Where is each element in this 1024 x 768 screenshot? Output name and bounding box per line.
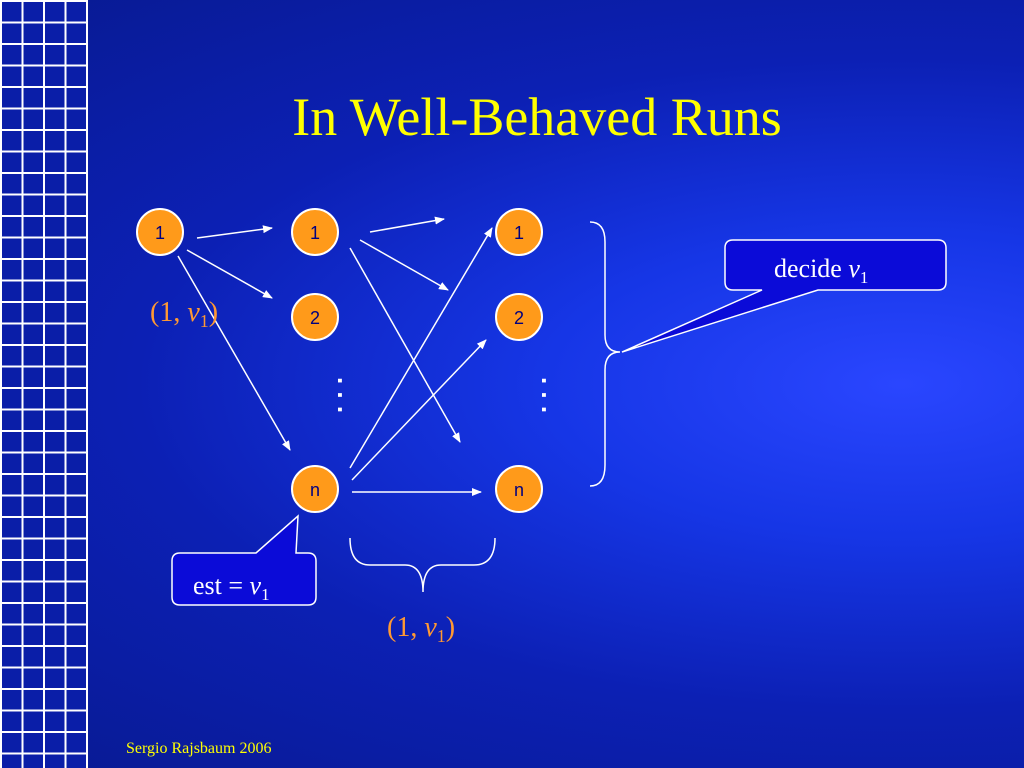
arrow-mid1-to-right2: [359, 239, 449, 291]
svg-text:est = v1: est = v1: [193, 571, 270, 604]
node-middle-2: 2: [291, 293, 339, 341]
right-brace: [589, 221, 621, 487]
decorative-grid: [0, 0, 88, 768]
node-right-2: 2: [495, 293, 543, 341]
slide-title: In Well-Behaved Runs: [292, 87, 782, 147]
est-callout: est = v1: [171, 514, 317, 606]
svg-text:n: n: [310, 480, 320, 500]
bottom-brace: [349, 537, 496, 593]
svg-text:n: n: [514, 480, 524, 500]
arrow-left1-to-mid1: [196, 225, 273, 239]
arrow-midn-to-right2: [351, 339, 487, 481]
decide-callout: decide v1: [621, 239, 947, 353]
ellipsis-right: . . .: [536, 377, 566, 413]
node-middle-1: 1: [291, 208, 339, 256]
node-right-n: n: [495, 465, 543, 513]
svg-text:1: 1: [310, 223, 320, 243]
arrow-left1-to-midn: [177, 255, 291, 451]
svg-text:1: 1: [514, 223, 524, 243]
slide-footer: Sergio Rajsbaum 2006: [126, 740, 272, 757]
arrow-left1-to-mid2: [186, 249, 273, 299]
message-label-left: (1, v1): [150, 297, 218, 331]
arrow-midn-to-right1: [349, 227, 493, 469]
svg-text:1: 1: [155, 223, 165, 243]
node-middle-n: n: [291, 465, 339, 513]
svg-text:decide v1: decide v1: [774, 254, 868, 287]
node-right-1: 1: [495, 208, 543, 256]
message-label-bottom: (1, v1): [387, 612, 455, 646]
message-arrows: [177, 216, 493, 496]
svg-text:2: 2: [310, 308, 320, 328]
svg-text:2: 2: [514, 308, 524, 328]
arrow-mid1-to-rightn: [349, 247, 461, 443]
node-left-1: 1: [136, 208, 184, 256]
arrow-mid1-to-right1: [369, 216, 445, 233]
ellipsis-middle: . . .: [332, 377, 362, 413]
